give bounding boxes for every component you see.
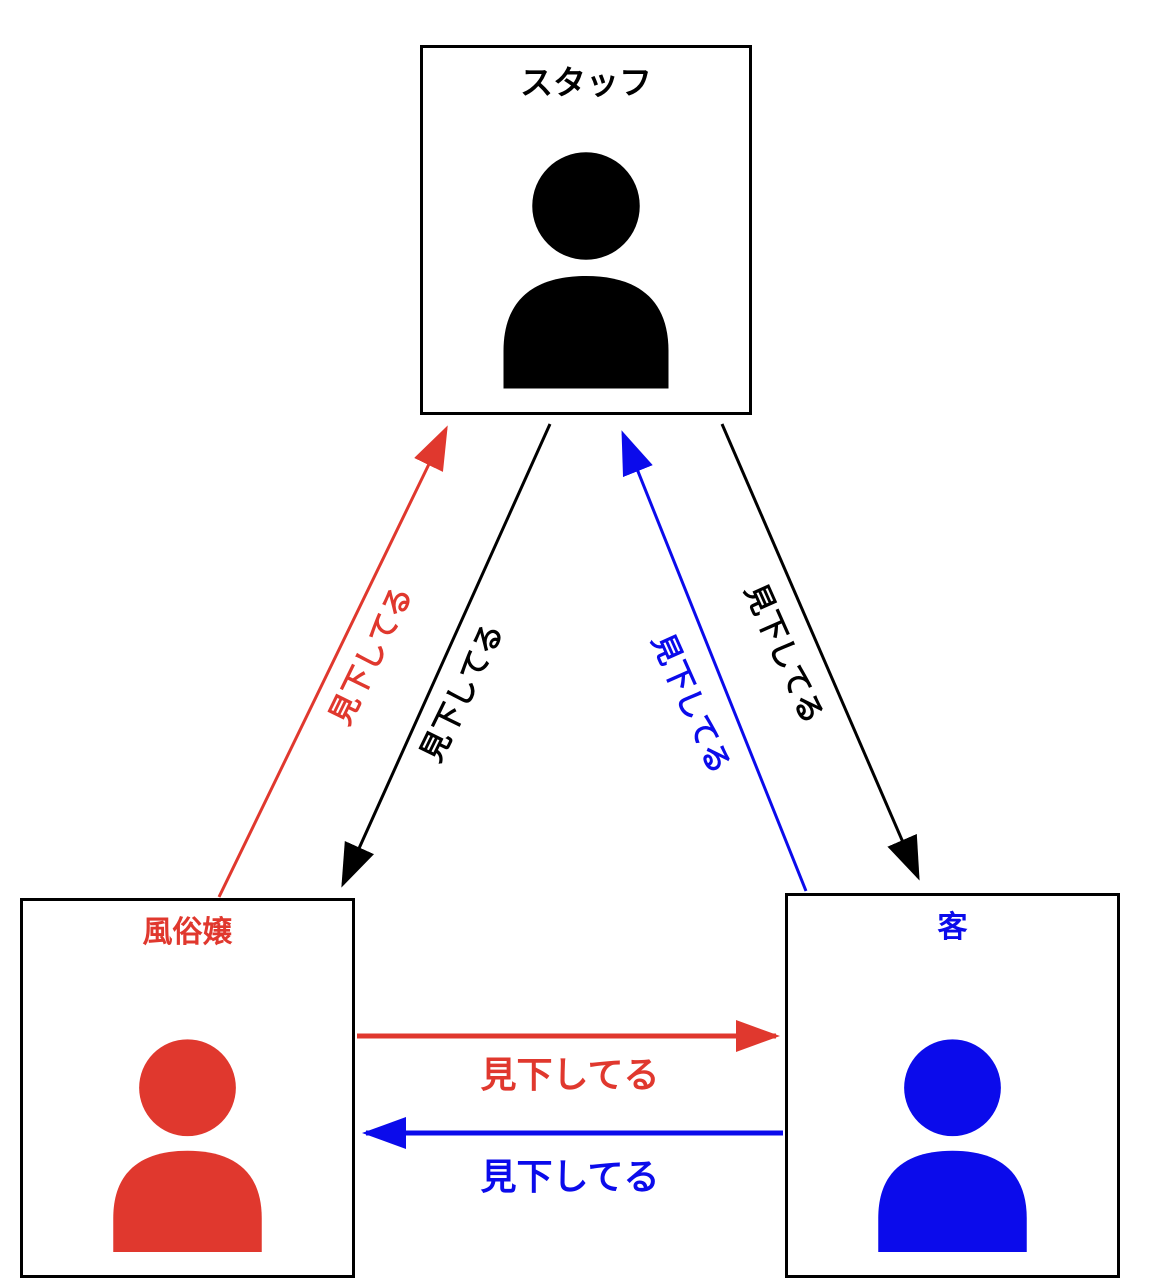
edge-worker-to-customer-label: 見下してる xyxy=(480,1054,660,1095)
node-worker: 風俗嬢 xyxy=(20,898,355,1278)
edge-staff-to-worker-line xyxy=(341,423,552,888)
edge-worker-to-staff-line xyxy=(217,425,448,898)
person-icon xyxy=(23,951,352,1275)
person-icon xyxy=(423,104,749,412)
person-icon xyxy=(788,946,1117,1275)
node-customer-label: 客 xyxy=(937,911,968,944)
person-icon xyxy=(878,1039,1027,1252)
person-icon xyxy=(113,1039,262,1252)
person-icon xyxy=(503,152,669,389)
node-worker-label: 風俗嬢 xyxy=(142,916,233,949)
edge-customer-to-staff-line xyxy=(621,430,808,892)
node-staff-label: スタッフ xyxy=(520,64,652,101)
node-customer: 客 xyxy=(785,893,1120,1278)
edge-customer-to-worker-label: 見下してる xyxy=(480,1156,660,1197)
edge-staff-to-customer-line xyxy=(720,423,920,881)
node-staff: スタッフ xyxy=(420,45,752,415)
